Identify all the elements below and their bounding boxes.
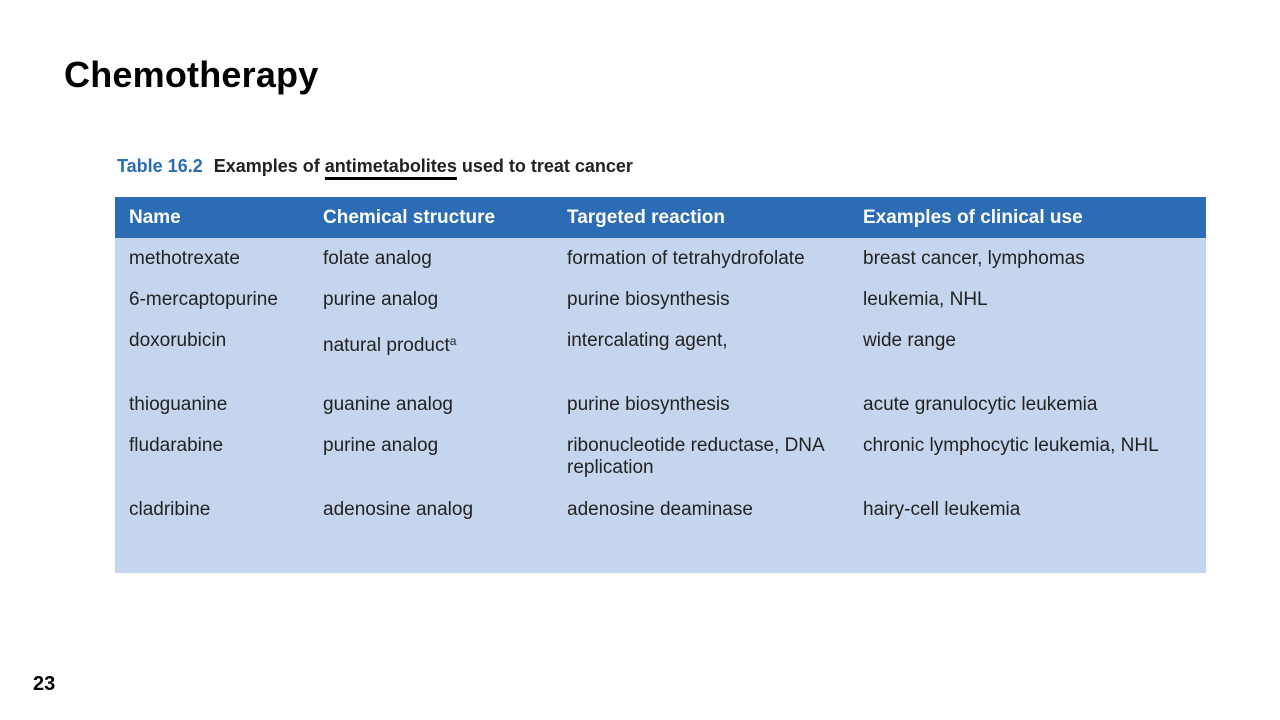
header-targeted-reaction: Targeted reaction <box>567 207 726 228</box>
table-cell: acute granulocytic leukemia <box>863 394 1098 415</box>
table-cell: methotrexate <box>129 248 240 269</box>
table-number: Table 16.2 <box>117 156 203 176</box>
table-cell: doxorubicin <box>129 330 227 351</box>
table-cell: purine biosynthesis <box>567 289 730 310</box>
table-cell: leukemia, NHL <box>863 289 988 310</box>
table-cell: purine analog <box>323 435 439 456</box>
table-cell: ribonucleotide reductase, DNA replicatio… <box>567 435 824 478</box>
antimetabolites-table: Name Chemical structure Targeted reactio… <box>115 197 1206 573</box>
table-cell: purine analog <box>323 289 439 310</box>
table-cell: guanine analog <box>323 394 453 415</box>
cell-text: natural product <box>323 335 450 356</box>
table-cell: thioguanine <box>129 394 228 415</box>
caption-text-post: used to treat cancer <box>461 156 633 176</box>
slide-title: Chemotherapy <box>64 54 319 95</box>
table-cell: intercalating agent, <box>567 330 728 351</box>
caption-highlight: antimetabolites <box>324 156 457 180</box>
header-name: Name <box>129 207 181 228</box>
table-cell: 6-mercaptopurine <box>129 289 278 310</box>
table-cell-with-footnote: natural producta <box>323 330 563 357</box>
table-cell: chronic lymphocytic leukemia, NHL <box>863 435 1159 456</box>
table-cell: hairy-cell leukemia <box>863 499 1021 520</box>
table-header-row: Name Chemical structure Targeted reactio… <box>115 197 1206 238</box>
table-cell: breast cancer, lymphomas <box>863 248 1085 269</box>
table-cell: purine biosynthesis <box>567 394 730 415</box>
table-cell: formation of tetrahydrofolate <box>567 248 805 269</box>
table-caption: Table 16.2 Examples of antimetabolites u… <box>117 156 633 180</box>
table-cell: folate analog <box>323 248 432 269</box>
table-cell: adenosine deaminase <box>567 499 753 520</box>
page-number: 23 <box>33 673 56 695</box>
header-chemical-structure: Chemical structure <box>323 207 496 228</box>
caption-text-pre: Examples of <box>213 156 320 176</box>
table-cell: cladribine <box>129 499 211 520</box>
table-cell: fludarabine <box>129 435 224 456</box>
footnote-marker: a <box>449 334 457 348</box>
table-cell: wide range <box>863 330 956 351</box>
header-clinical-use: Examples of clinical use <box>863 207 1083 228</box>
table-cell: adenosine analog <box>323 499 474 520</box>
